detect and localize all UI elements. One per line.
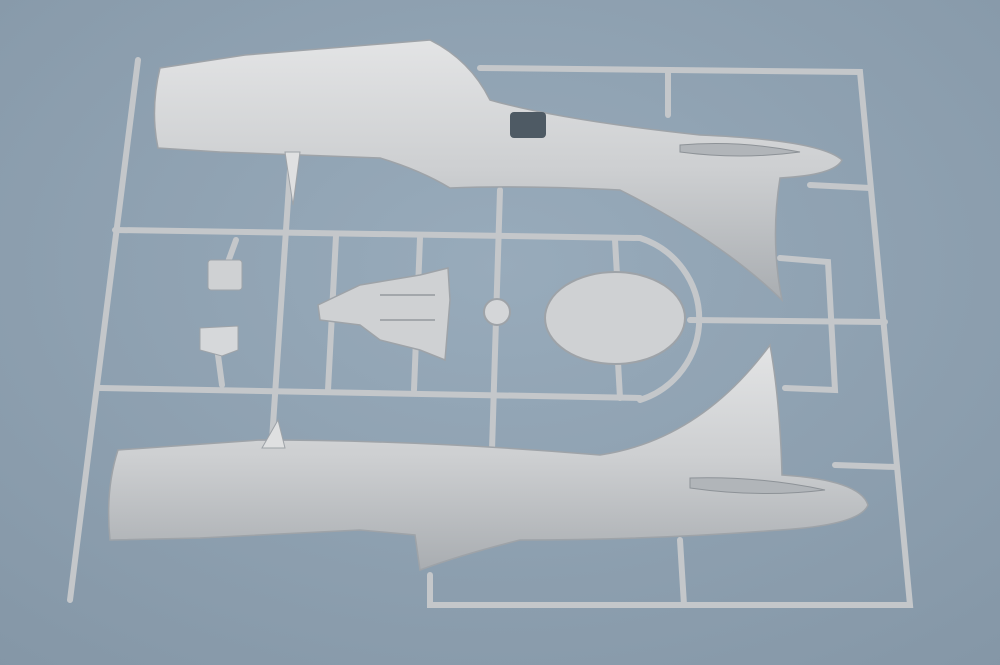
window-opening: [510, 112, 546, 138]
cockpit-floor: [317, 267, 451, 362]
small-square-part: [207, 259, 243, 291]
sprue-frame: [67, 57, 914, 608]
small-seat-part: [199, 325, 239, 357]
lower-fuselage-half: [107, 343, 869, 572]
upper-fuselage-half: [153, 39, 843, 303]
round-knob-part: [483, 298, 511, 326]
oval-bulkhead: [544, 271, 686, 365]
